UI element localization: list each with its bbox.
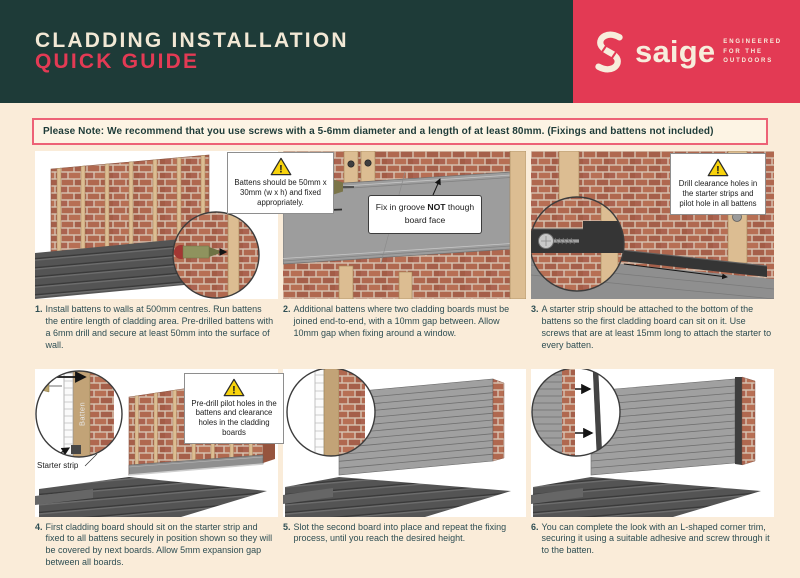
page-title-block: CLADDING INSTALLATION QUICK GUIDE [35,30,349,74]
panel-5-repeat-boards: 5.Slot the second board into place and r… [283,369,526,578]
step-text: Additional battens where two cladding bo… [294,304,524,340]
cladding-quick-guide-document: { "header": { "title": "CLADDING INSTALL… [0,0,800,566]
fix-in-groove-callout: Fix in groove NOT though board face [368,195,482,234]
clip-rail [64,373,73,455]
step-number: 3. [531,304,539,352]
step-text: Install battens to walls at 500mm centre… [46,304,276,352]
panel-4-first-board: Batten Starter strip ! Pre-drill pilot h… [35,369,278,578]
step-number: 1. [35,304,43,352]
note-label: Please Note: [43,126,104,137]
note-text: We recommend that you use screws with a … [107,126,713,137]
page-subtitle: QUICK GUIDE [35,52,349,74]
brick-edge [493,379,504,461]
panel-1-install-battens: ! Battens should be 50mm x 30mm (w x h) … [35,151,278,361]
step-text: You can complete the look with an L-shap… [542,522,772,558]
warning-icon: ! [223,378,245,397]
starter-strip-section [71,445,81,454]
callout-text: Pre-drill pilot holes in the battens and… [191,399,276,438]
step-number: 2. [283,304,291,340]
warning-callout-pilot-holes: ! Pre-drill pilot holes in the battens a… [184,373,284,445]
panel-6-corner-trim: 6.You can complete the look with an L-sh… [531,369,774,578]
header: CLADDING INSTALLATION QUICK GUIDE saige … [0,0,800,103]
saige-tagline: ENGINEERED FOR THE OUTDOORS [723,38,782,67]
warning-callout-clearance-holes: ! Drill clearance holes in the starter s… [670,153,766,215]
page-title: CLADDING INSTALLATION [35,30,349,52]
screw-head [348,161,354,167]
illustration-battens-on-wall: ! Battens should be 50mm x 30mm (w x h) … [35,151,278,299]
callout-text-bold: NOT [427,202,445,212]
step-number: 4. [35,522,43,570]
step-caption: 1.Install battens to walls at 500mm cent… [35,304,278,352]
batten-label: Batten [78,401,87,425]
warning-icon: ! [707,158,729,177]
brick-edge [742,377,755,465]
callout-text: Drill clearance holes in the starter str… [679,179,757,208]
saige-logo: saige ENGINEERED FOR THE OUTDOORS [573,0,800,103]
warning-icon: ! [270,157,292,176]
corner-trim-scene [531,369,774,517]
screw-head [365,160,371,166]
step-text: Slot the second board into place and rep… [294,522,524,546]
starter-strip-label: Starter strip [37,461,78,470]
illustration-clad-wall [283,369,526,517]
clip-rail [315,369,324,457]
note-banner: Please Note: We recommend that you use s… [32,118,768,145]
step-caption: 3.A starter strip should be attached to … [531,304,774,352]
step-caption: 6.You can complete the look with an L-sh… [531,522,774,558]
illustration-corner-trim [531,369,774,517]
corner-trim [735,377,742,465]
saige-s-icon [591,31,627,73]
callout-text: Fix in groove [376,202,428,212]
clad-wall-scene [283,369,526,517]
warning-callout-batten-size: ! Battens should be 50mm x 30mm (w x h) … [227,152,334,214]
panel-3-starter-strip: ! Drill clearance holes in the starter s… [531,151,774,361]
step-caption: 4.First cladding board should sit on the… [35,522,278,570]
step-text: First cladding board should sit on the s… [46,522,276,570]
tagline-line: OUTDOORS [723,57,782,67]
step-caption: 2.Additional battens where two cladding … [283,304,526,340]
saige-wordmark: saige [635,36,715,67]
callout-text: Battens should be 50mm x 30mm (w x h) an… [234,178,326,207]
illustration-first-board: Batten Starter strip ! Pre-drill pilot h… [35,369,278,517]
svg-text:!: ! [716,164,720,176]
step-text: A starter strip should be attached to th… [542,304,772,352]
panel-grid: ! Battens should be 50mm x 30mm (w x h) … [35,151,800,578]
svg-text:!: ! [232,384,236,396]
tagline-line: FOR THE [723,48,782,58]
step-number: 5. [283,522,291,546]
step-caption: 5.Slot the second board into place and r… [283,522,526,546]
illustration-starter-strip: ! Drill clearance holes in the starter s… [531,151,774,299]
svg-text:!: ! [279,163,283,175]
tagline-line: ENGINEERED [723,38,782,48]
edge-batten [510,151,526,299]
step-number: 6. [531,522,539,558]
